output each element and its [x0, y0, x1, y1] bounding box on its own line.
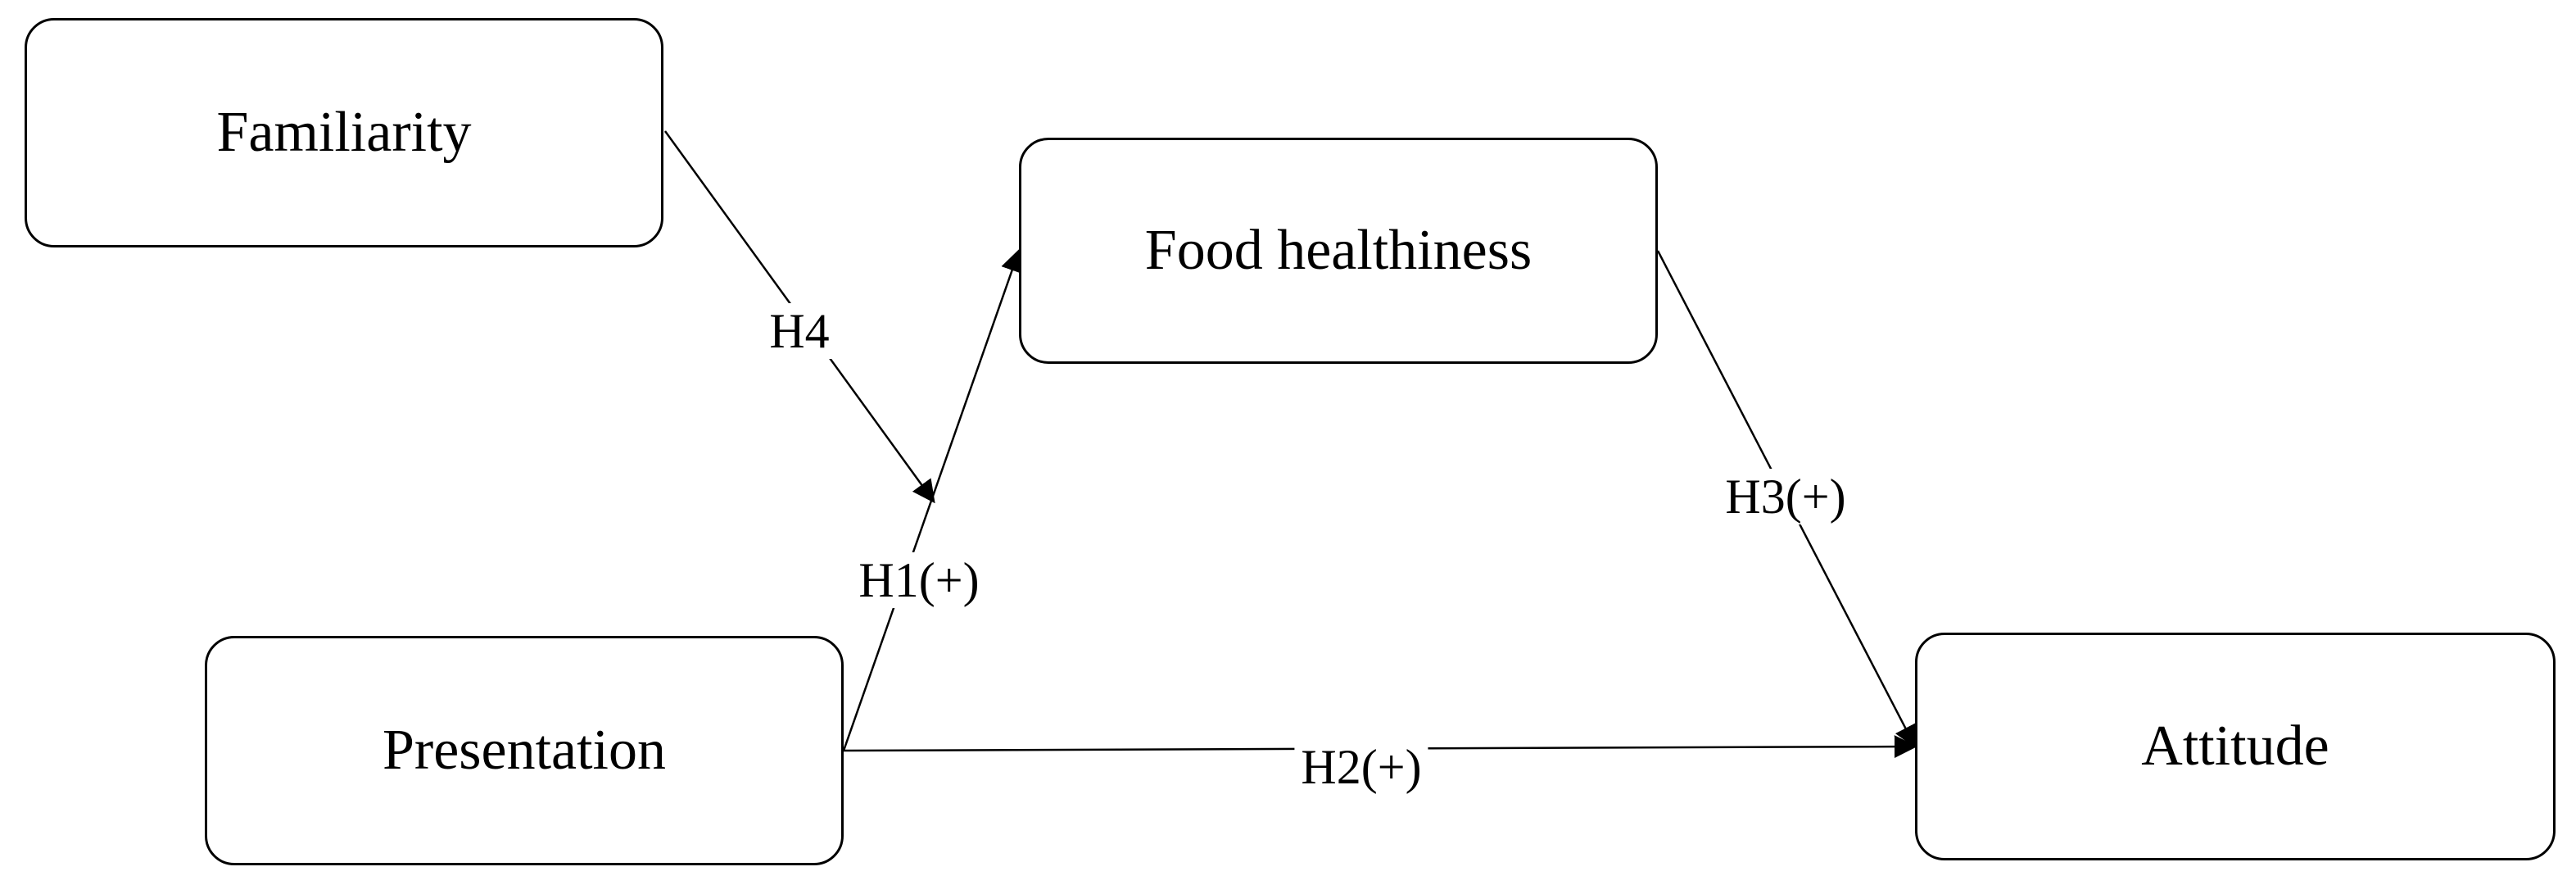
edge-label-h4: H4 — [763, 303, 836, 359]
node-food-healthiness: Food healthiness — [1019, 138, 1658, 364]
edge-label-h2: H2(+) — [1294, 739, 1428, 795]
node-attitude: Attitude — [1915, 633, 2556, 860]
edge-label-h3: H3(+) — [1718, 469, 1853, 524]
node-familiarity-label: Familiarity — [216, 101, 472, 164]
node-familiarity: Familiarity — [25, 18, 663, 247]
node-presentation-label: Presentation — [382, 719, 667, 782]
edge-h1-arrow — [842, 248, 1023, 751]
edge-label-h1: H1(+) — [852, 552, 986, 608]
node-presentation: Presentation — [205, 636, 844, 865]
node-attitude-label: Attitude — [2141, 715, 2329, 778]
node-food-healthiness-label: Food healthiness — [1144, 219, 1532, 282]
